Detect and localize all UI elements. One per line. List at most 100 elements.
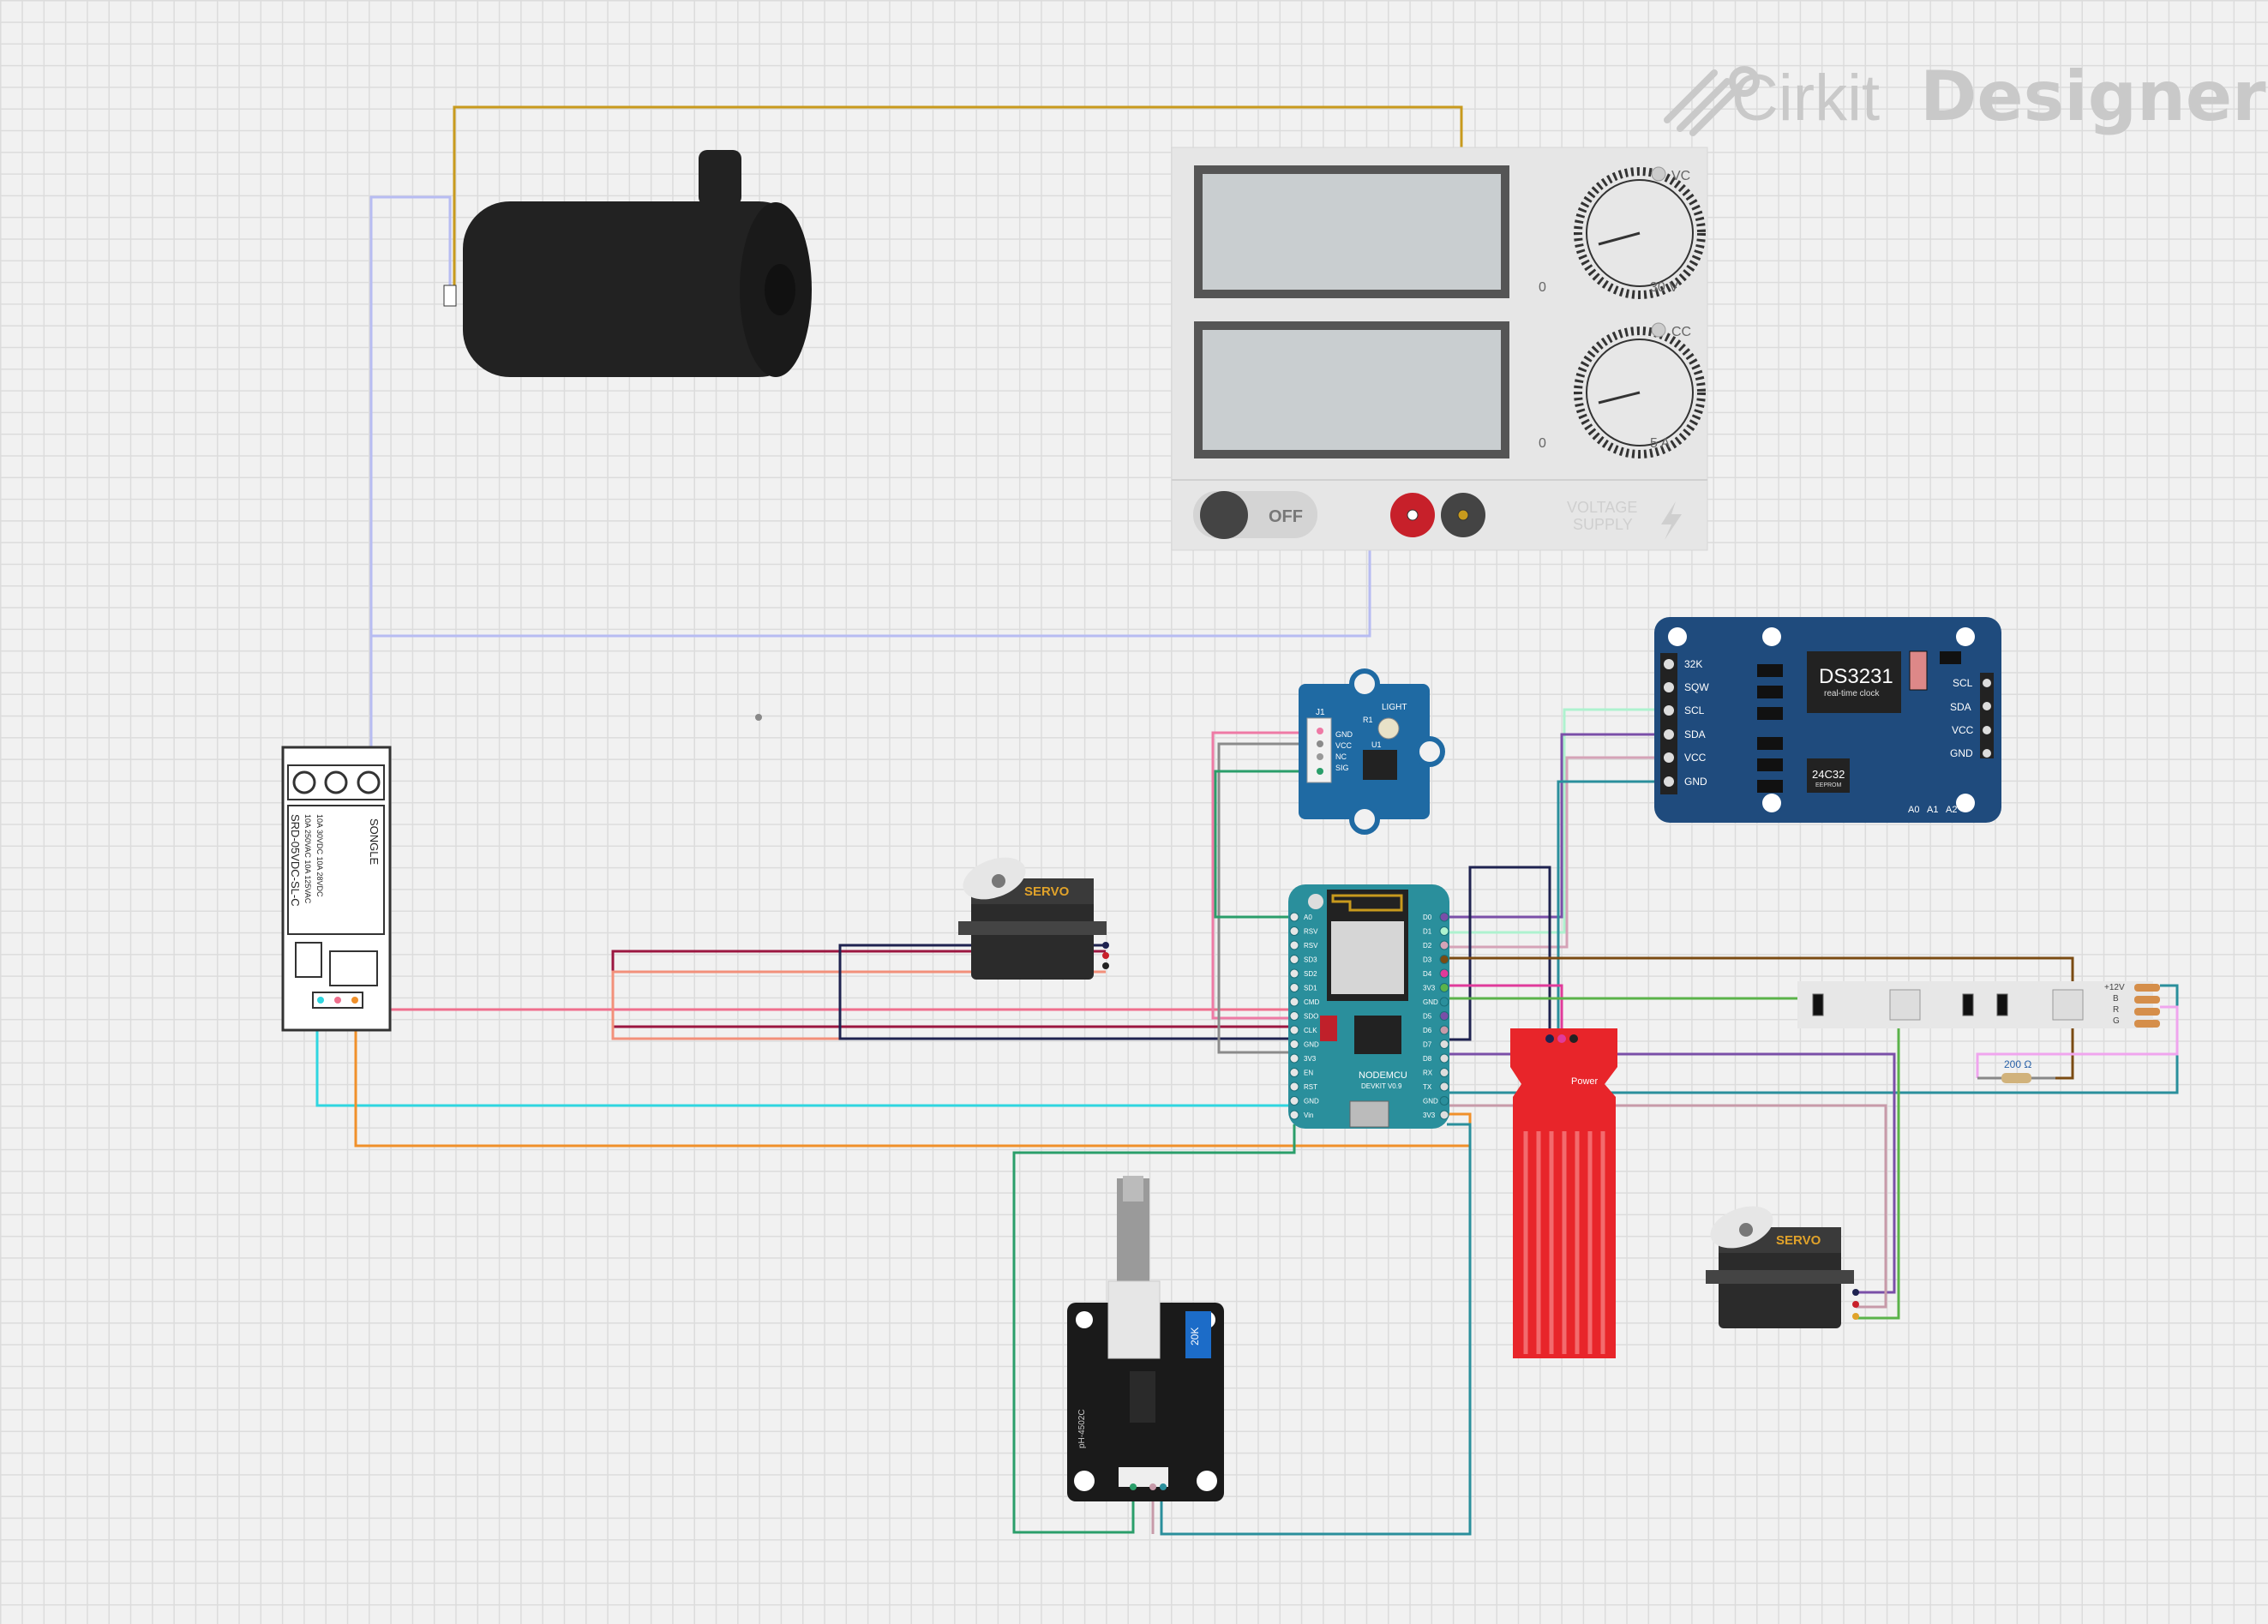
water-level-sensor[interactable]: Power	[1510, 1028, 1617, 1358]
nodemcu-pin[interactable]	[1289, 1053, 1299, 1064]
servo-bottom[interactable]: SERVO	[1705, 1198, 1859, 1328]
servo-pin[interactable]	[1852, 1289, 1859, 1296]
nodemcu-pin[interactable]	[1439, 1040, 1449, 1049]
wire-ph-gnd[interactable]	[1012, 1124, 1296, 1534]
nodemcu-pin[interactable]	[1289, 968, 1299, 979]
psu-voltage-knob[interactable]	[1574, 167, 1706, 299]
nodemcu-pin[interactable]	[1439, 1110, 1449, 1120]
led-pad[interactable]	[2134, 1020, 2160, 1028]
servo-pin[interactable]	[1852, 1301, 1859, 1308]
light-pin[interactable]	[1317, 753, 1323, 760]
rtc-pin[interactable]	[1983, 749, 1991, 758]
rgb-led-strip[interactable]: +12V B R G	[1797, 981, 2160, 1028]
nodemcu-pin[interactable]	[1439, 940, 1449, 950]
wire-relay-vcc[interactable]	[315, 1004, 1294, 1107]
nodemcu-pin[interactable]	[1439, 1096, 1449, 1106]
nodemcu-pin[interactable]	[1289, 1011, 1299, 1021]
relay-screw[interactable]	[292, 770, 316, 794]
nodemcu-pin[interactable]	[1439, 1053, 1449, 1064]
wire-ph-signal[interactable]	[1160, 1123, 1472, 1536]
nodemcu-usb-port[interactable]	[1349, 1100, 1389, 1128]
dc-motor[interactable]	[443, 150, 812, 377]
nodemcu-pin[interactable]	[1289, 955, 1299, 964]
rtc-pin[interactable]	[1664, 752, 1674, 763]
nodemcu-pin[interactable]	[1439, 955, 1449, 964]
ph-potentiometer[interactable]	[1185, 1311, 1211, 1358]
wire-servo-top-vcc[interactable]	[611, 970, 1294, 1040]
relay-screw[interactable]	[324, 770, 348, 794]
wire-light-sig[interactable]	[1211, 731, 1318, 1020]
led-pad[interactable]	[2134, 1008, 2160, 1016]
wire-resistor-violet[interactable]	[1976, 1005, 2179, 1078]
rtc-pin[interactable]	[1664, 776, 1674, 787]
led-pad[interactable]	[2134, 996, 2160, 1004]
relay-pin[interactable]	[334, 997, 341, 1004]
water-pin[interactable]	[1557, 1034, 1566, 1043]
light-pin[interactable]	[1317, 740, 1323, 747]
rtc-pin[interactable]	[1664, 682, 1674, 692]
nodemcu-pin[interactable]	[1289, 1110, 1299, 1120]
nodemcu-pin[interactable]	[1439, 997, 1449, 1007]
water-pin[interactable]	[1569, 1034, 1578, 1043]
nodemcu-pin[interactable]	[1439, 1011, 1449, 1021]
servo-pin[interactable]	[1102, 942, 1109, 949]
relay-screw[interactable]	[357, 770, 381, 794]
grove-light-sensor[interactable]: J1 LIGHT GND VCC NC SIG R1 U1	[1299, 668, 1445, 835]
nodemcu-pin[interactable]	[1289, 940, 1299, 950]
psu-current-knob[interactable]	[1574, 327, 1706, 458]
wire-servo-bot-signal[interactable]	[1447, 1052, 1896, 1294]
ph-pin[interactable]	[1149, 1483, 1156, 1490]
wire-servo-top-signal[interactable]	[611, 950, 1294, 1028]
ph-sensor-module[interactable]: 20K pH-4502C	[1067, 1176, 1224, 1501]
nodemcu-pin[interactable]	[1439, 926, 1449, 936]
led-pad[interactable]	[2134, 984, 2160, 992]
servo-pin[interactable]	[1102, 952, 1109, 959]
wire-motor-relay[interactable]	[369, 195, 452, 763]
nodemcu-board[interactable]: NODEMCU DEVKIT V0.9 A0RSVRSVSD3SD2SD1CMD…	[1288, 884, 1449, 1129]
wire-light-vcc[interactable]	[1217, 742, 1318, 1054]
ph-pin[interactable]	[1160, 1483, 1167, 1490]
wire-water-a[interactable]	[1447, 866, 1551, 1041]
nodemcu-pin[interactable]	[1289, 1040, 1299, 1049]
relay-pin[interactable]	[317, 997, 324, 1004]
psu-negative-terminal[interactable]	[1441, 493, 1485, 537]
wire-rtc-sda[interactable]	[1447, 733, 1671, 919]
water-pin[interactable]	[1545, 1034, 1554, 1043]
wire-servo-bot-gnd[interactable]	[1447, 997, 1900, 1320]
rtc-ds3231-module[interactable]: DS3231 real-time clock 24C32 EEPROM 32K …	[1654, 617, 2001, 823]
ph-pin[interactable]	[1130, 1483, 1137, 1490]
nodemcu-pin[interactable]	[1289, 912, 1299, 922]
light-pin[interactable]	[1317, 728, 1323, 734]
nodemcu-pin[interactable]	[1289, 1025, 1299, 1035]
resistor-200-ohm[interactable]: 200 Ω	[1977, 1058, 2055, 1083]
servo-top[interactable]: SERVO	[957, 849, 1109, 980]
nodemcu-pin[interactable]	[1439, 1082, 1449, 1092]
psu-power-switch[interactable]: OFF	[1193, 491, 1317, 539]
servo-pin[interactable]	[1852, 1313, 1859, 1320]
psu-positive-terminal[interactable]	[1390, 493, 1435, 537]
nodemcu-pin[interactable]	[1439, 983, 1449, 992]
nodemcu-pin[interactable]	[1289, 1082, 1299, 1092]
motor-terminal[interactable]	[443, 285, 457, 307]
wire-water-b[interactable]	[1447, 984, 1563, 1041]
nodemcu-pin[interactable]	[1439, 912, 1449, 922]
nodemcu-pin[interactable]	[1289, 1096, 1299, 1106]
voltage-power-supply[interactable]: VC CC 0 30 V 0 5 A OFF VOLTAGE SUPPLY	[1171, 147, 1708, 551]
nodemcu-pin[interactable]	[1439, 968, 1449, 979]
wire-rtc-scl[interactable]	[1447, 708, 1671, 934]
servo-pin[interactable]	[1102, 962, 1109, 969]
rtc-pin[interactable]	[1983, 679, 1991, 687]
light-pin[interactable]	[1317, 768, 1323, 775]
nodemcu-pin[interactable]	[1289, 997, 1299, 1007]
nodemcu-pin[interactable]	[1439, 1068, 1449, 1077]
nodemcu-pin[interactable]	[1439, 1025, 1449, 1035]
rtc-pin[interactable]	[1664, 729, 1674, 740]
relay-pin[interactable]	[351, 997, 358, 1004]
nodemcu-pin[interactable]	[1289, 983, 1299, 992]
wire-servo-bot-vcc[interactable]	[1447, 1104, 1887, 1309]
rtc-pin[interactable]	[1983, 726, 1991, 734]
rtc-pin[interactable]	[1664, 659, 1674, 669]
relay-module[interactable]: SONGLE SRD-05VDC-SL-C 10A 250VAC 10A 125…	[281, 746, 392, 1032]
rtc-pin[interactable]	[1664, 705, 1674, 716]
wire-rtc-vcc[interactable]	[1447, 756, 1671, 949]
